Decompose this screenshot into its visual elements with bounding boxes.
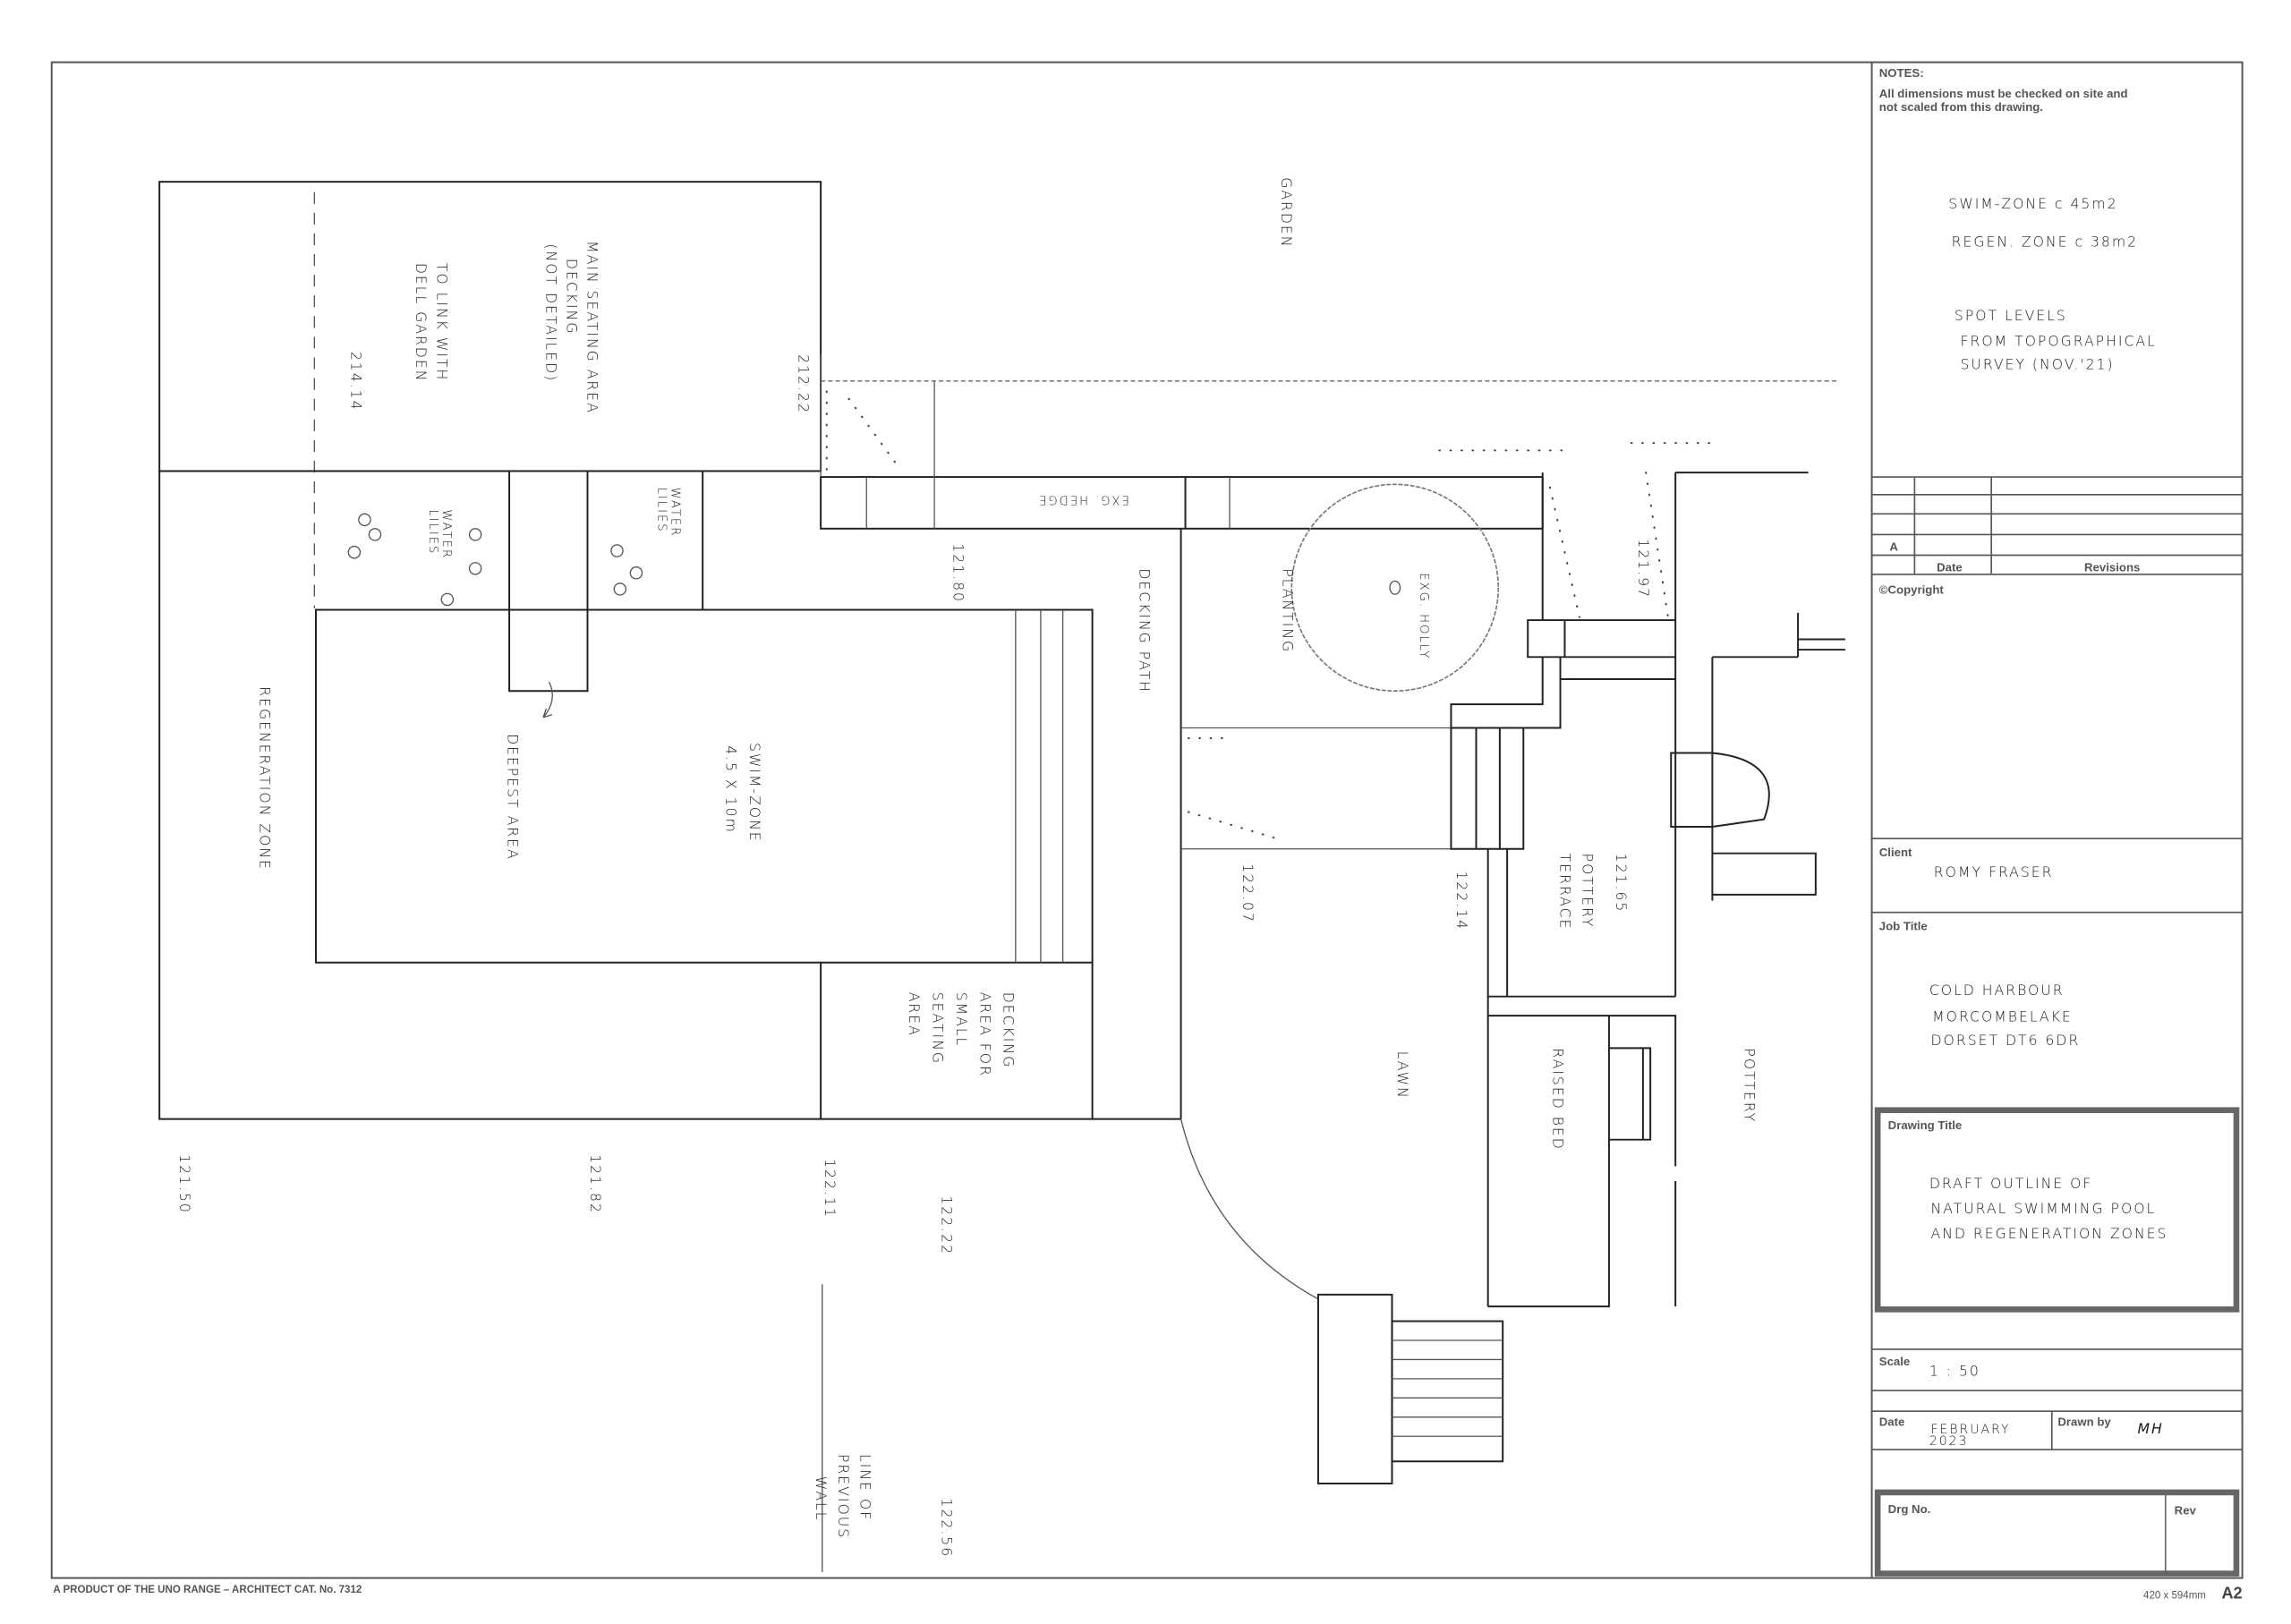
rev-label: Rev xyxy=(2175,1504,2197,1518)
label-decking-small: SMALL xyxy=(953,992,970,1048)
label-water-lilies: WATER xyxy=(439,509,453,559)
spot-level: 122.22 xyxy=(938,1195,955,1255)
spot-level: 121.82 xyxy=(587,1154,604,1214)
small-decking-area xyxy=(820,962,1094,1119)
bottom-steps xyxy=(1391,1320,1504,1463)
note-swim-area: SWIM-ZONE c 45m2 xyxy=(1948,195,2117,212)
holly-tree xyxy=(1290,483,1500,693)
notes-line-1: All dimensions must be checked on site a… xyxy=(1879,87,2128,100)
holly-trunk xyxy=(1389,580,1401,595)
site-plan: GARDEN MAIN SEATING AREA DECKING (NOT DE… xyxy=(158,177,1845,1572)
spot-level: 212.22 xyxy=(795,354,812,414)
label-hedge: EXG. HEDGE xyxy=(1037,493,1129,506)
existing-hedge xyxy=(820,354,1838,618)
label-previous-wall: WALL xyxy=(813,1476,830,1522)
label-link-2: DELL GARDEN xyxy=(413,263,430,383)
note-spot-levels-1: SPOT LEVELS xyxy=(1955,307,2067,324)
label-water-lilies: WATER xyxy=(669,488,682,538)
spot-level: 121.97 xyxy=(1635,539,1652,599)
date-year: 2023 xyxy=(1929,1434,1969,1449)
label-garden: GARDEN xyxy=(1278,177,1295,248)
label-main-seating-1: MAIN SEATING AREA xyxy=(583,241,600,414)
spot-level: 122.11 xyxy=(822,1159,839,1219)
label-planting: PLANTING xyxy=(1279,568,1296,653)
swim-zone xyxy=(314,608,1094,964)
label-water-lilies: LILIES xyxy=(655,488,669,533)
regeneration-zone-outline xyxy=(158,470,1181,1120)
spot-level: 121.50 xyxy=(176,1154,193,1214)
label-lawn: LAWN xyxy=(1394,1051,1411,1100)
spot-level: 121.80 xyxy=(950,543,967,603)
label-regeneration-zone: REGENERATION ZONE xyxy=(256,686,273,871)
drawing-title-line-3: AND REGENERATION ZONES xyxy=(1931,1225,2168,1242)
label-swim-zone-size: 4.5 X 10m xyxy=(723,745,740,834)
date-label: Date xyxy=(1879,1416,1905,1429)
drg-no-label: Drg No. xyxy=(1888,1502,1931,1516)
label-water-lilies: LILIES xyxy=(426,509,439,555)
label-previous-wall: PREVIOUS xyxy=(835,1454,852,1539)
drawn-by-signature: MH xyxy=(2137,1420,2163,1437)
note-regen-area: REGEN. ZONE c 38m2 xyxy=(1952,234,2138,251)
label-link-1: TO LINK WITH xyxy=(433,263,450,381)
drawing-number-box xyxy=(1874,1489,2240,1577)
label-decking-small: AREA FOR xyxy=(976,992,993,1077)
job-title-line-2: MORCOMBELAKE xyxy=(1932,1008,2073,1025)
job-title-line-3: DORSET DT6 6DR xyxy=(1931,1032,2081,1049)
client-label: Client xyxy=(1879,846,1912,859)
job-title-label: Job Title xyxy=(1879,919,1928,932)
label-holly: EXG. HOLLY xyxy=(1417,573,1430,659)
revisions-table xyxy=(1871,476,2243,575)
water-lily-icons xyxy=(347,513,643,607)
terrace-structure xyxy=(1450,472,1845,1308)
drawing-title-line-1: DRAFT OUTLINE OF xyxy=(1929,1175,2093,1192)
main-seating-decking xyxy=(158,181,822,472)
label-decking-small: DECKING xyxy=(1001,992,1018,1068)
label-swim-zone: SWIM-ZONE xyxy=(746,743,763,843)
lawn-edge xyxy=(1180,1118,1319,1300)
drawing-title-line-2: NATURAL SWIMMING POOL xyxy=(1931,1200,2157,1217)
footer-product: A PRODUCT OF THE UNO RANGE – ARCHITECT C… xyxy=(53,1585,362,1595)
label-pottery: POTTERY xyxy=(1742,1048,1759,1123)
sheet-border xyxy=(50,61,2244,1579)
label-previous-wall: LINE OF xyxy=(857,1454,874,1521)
bottom-step-landing xyxy=(1316,1293,1393,1485)
spot-level: 214.14 xyxy=(348,352,365,412)
label-deepest-area: DEEPEST AREA xyxy=(504,734,521,861)
label-decking-small: SEATING xyxy=(929,992,946,1065)
client-name: ROMY FRASER xyxy=(1934,863,2054,880)
scale-label: Scale xyxy=(1879,1355,1910,1368)
spot-level: 122.07 xyxy=(1239,863,1256,923)
notes-line-2: not scaled from this drawing. xyxy=(1879,100,2043,114)
label-pottery-terrace: POTTERY xyxy=(1579,854,1596,929)
spot-level: 122.56 xyxy=(938,1499,955,1559)
job-title-line-1: COLD HARBOUR xyxy=(1929,982,2065,999)
arrow-icon xyxy=(542,682,553,718)
label-decking-small: AREA xyxy=(906,992,923,1037)
label-raised-bed: RAISED BED xyxy=(1549,1048,1566,1150)
title-block: NOTES: All dimensions must be checked on… xyxy=(1871,66,2243,1577)
drawing-title-box xyxy=(1874,1107,2240,1313)
label-pottery-terrace: TERRACE xyxy=(1557,854,1574,931)
drawing-title-label: Drawing Title xyxy=(1888,1118,1963,1132)
revisions-date-header: Date xyxy=(1937,561,1963,574)
spot-level: 121.65 xyxy=(1613,854,1630,914)
drawn-by-label: Drawn by xyxy=(2057,1416,2111,1429)
spot-level: 122.14 xyxy=(1453,871,1470,931)
footer-paper-size: A2 xyxy=(2221,1585,2242,1603)
label-main-seating-3: (NOT DETAILED) xyxy=(542,243,559,382)
notes-heading: NOTES: xyxy=(1879,66,1924,80)
footer-sheet-size: 420 x 594mm xyxy=(2143,1591,2206,1602)
copyright-label: ©Copyright xyxy=(1879,582,1945,596)
revisions-header: Revisions xyxy=(2084,561,2140,574)
label-main-seating-2: DECKING xyxy=(563,259,580,335)
label-decking-path: DECKING PATH xyxy=(1136,568,1153,693)
note-spot-levels-2: FROM TOPOGRAPHICAL xyxy=(1961,332,2157,349)
revision-letter: A xyxy=(1889,540,1898,554)
scale-value: 1 : 50 xyxy=(1929,1363,1980,1380)
date-month: FEBRUARY xyxy=(1931,1423,2011,1437)
note-spot-levels-3: SURVEY (NOV.'21) xyxy=(1961,356,2115,373)
